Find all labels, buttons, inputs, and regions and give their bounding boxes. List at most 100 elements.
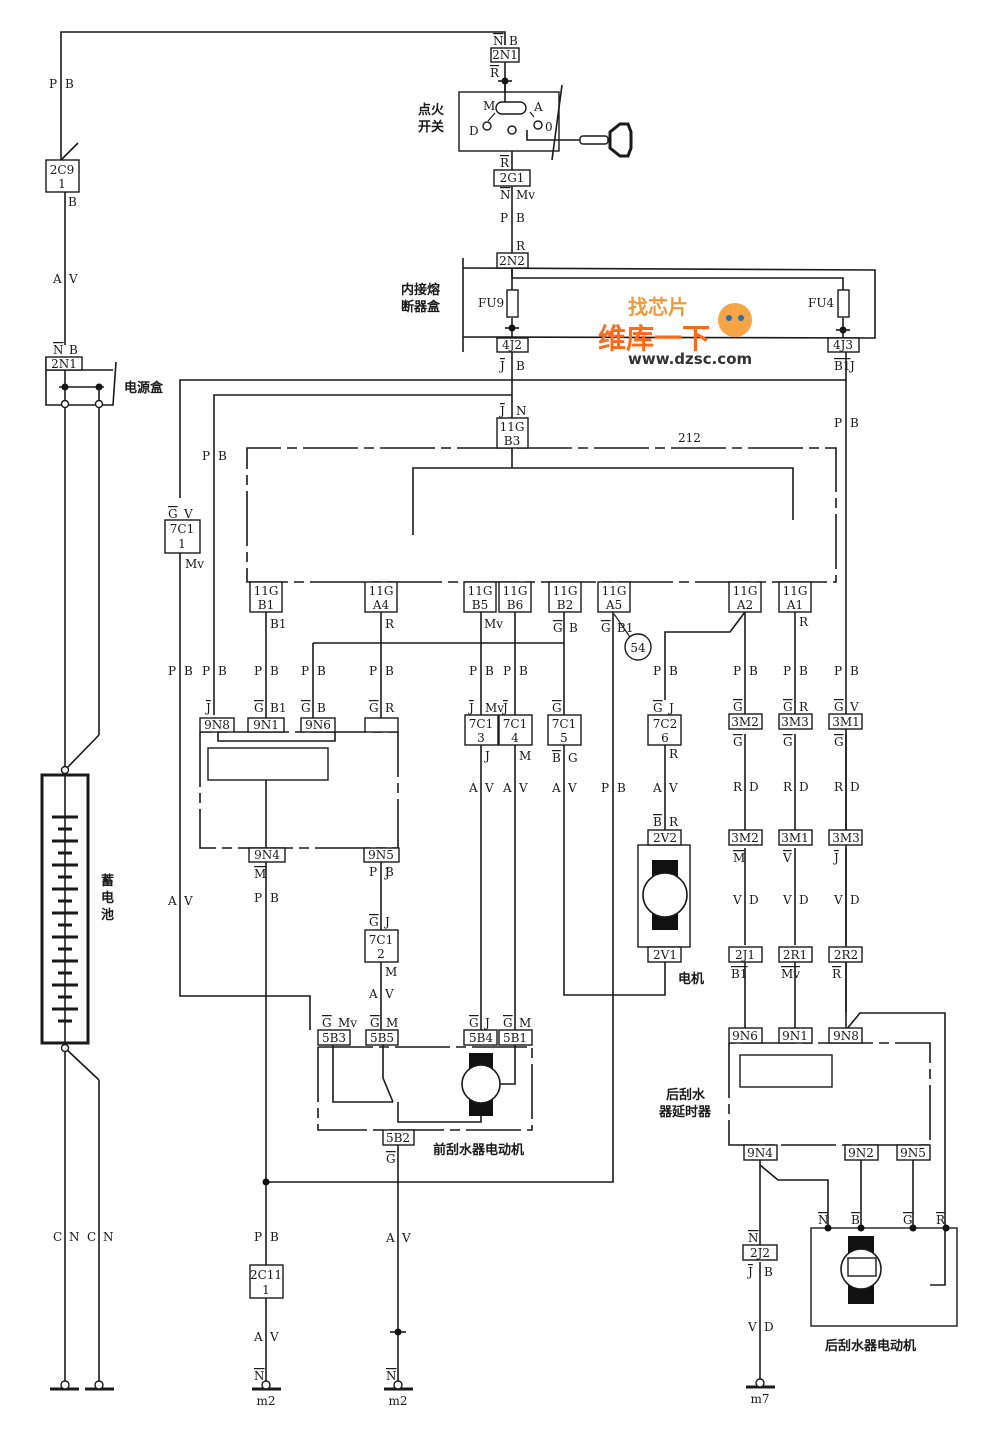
wire-label: B bbox=[69, 343, 78, 357]
wire-label: B bbox=[317, 701, 326, 715]
wire-label: D bbox=[749, 780, 759, 794]
wire-label: B bbox=[385, 664, 394, 678]
wire-label: J bbox=[204, 701, 211, 715]
wire-label: P bbox=[834, 416, 842, 430]
rear-relay-label-1: 后刮水 bbox=[666, 1087, 706, 1103]
wire-label: J bbox=[383, 915, 390, 929]
wire-label: J bbox=[667, 701, 674, 715]
connector-2n1-top: 2N1 bbox=[492, 48, 518, 62]
wire-label: G bbox=[783, 700, 793, 714]
connector-11g-a4-pin: A4 bbox=[372, 598, 390, 612]
connector-2n2: 2N2 bbox=[499, 254, 525, 268]
connector-11g-b1-pin: B1 bbox=[258, 598, 274, 612]
wire-label: A bbox=[652, 781, 662, 795]
wire-label: P bbox=[254, 891, 262, 905]
wire-label: B bbox=[270, 891, 279, 905]
watermark-logo: 找芯片 维库一下 www.dzsc.com bbox=[598, 295, 752, 368]
wire-label: N bbox=[493, 34, 504, 48]
connector-rear-9n5: 9N5 bbox=[900, 1146, 926, 1160]
connector-rear-9n6: 9N6 bbox=[732, 1029, 758, 1043]
wire-label: J bbox=[383, 866, 390, 880]
wire-label: M bbox=[519, 1016, 531, 1030]
wire-label: A bbox=[253, 1330, 263, 1344]
connector-9n1: 9N1 bbox=[253, 718, 279, 732]
connector-pin: 5 bbox=[560, 731, 568, 745]
wire-label: B bbox=[617, 781, 626, 795]
wire-label: B bbox=[764, 1265, 773, 1279]
wire-label: D bbox=[749, 893, 759, 907]
wire-label: P bbox=[783, 664, 791, 678]
connector-rear-9n4: 9N4 bbox=[747, 1146, 773, 1160]
wire-label: A bbox=[167, 894, 177, 908]
wire-left-feed bbox=[60, 31, 506, 345]
wire-label: P bbox=[834, 664, 842, 678]
wire-label: R bbox=[832, 967, 842, 981]
connector-2g1: 2G1 bbox=[500, 171, 525, 185]
combination-switch-212 bbox=[246, 418, 837, 583]
fuse-box-label-2: 断器盒 bbox=[401, 299, 441, 315]
watermark-brand-main: 维库一下 bbox=[598, 322, 710, 355]
connector-11g-a5: 11G bbox=[602, 584, 627, 598]
wire-label: V bbox=[567, 781, 577, 795]
connector-3m2: 3M2 bbox=[731, 715, 759, 729]
wire-label: J bbox=[483, 1016, 490, 1030]
wire-label: M bbox=[733, 851, 745, 865]
wire-label: N bbox=[69, 1230, 80, 1244]
ignition-switch-label-1: 点火 bbox=[418, 102, 445, 118]
wire-label: R bbox=[669, 815, 679, 829]
wire-label: G bbox=[733, 735, 743, 749]
wire-label: G bbox=[834, 735, 844, 749]
wire-label: J bbox=[501, 701, 508, 715]
wire-label: V bbox=[732, 893, 742, 907]
wire-label: R bbox=[500, 156, 510, 170]
battery-label-3: 池 bbox=[101, 907, 114, 923]
wire-label: C bbox=[87, 1230, 96, 1244]
wire-label: R bbox=[490, 66, 500, 80]
wire-label: R bbox=[799, 615, 809, 629]
washer-motor-label: 电机 bbox=[678, 971, 704, 987]
connector-11g-a5-pin: A5 bbox=[605, 598, 622, 612]
connector-7c1-1: 7C1 bbox=[170, 522, 194, 536]
connector-rear-9n8: 9N8 bbox=[833, 1029, 859, 1043]
rear-wiper-motor-label: 后刮水器电动机 bbox=[825, 1338, 916, 1354]
wire-label: A bbox=[551, 781, 561, 795]
wire-label: Mv bbox=[185, 557, 204, 571]
wire-label: N bbox=[254, 1369, 265, 1383]
connector-11g-a2: 11G bbox=[733, 584, 758, 598]
connector-2r2: 2R2 bbox=[834, 948, 858, 962]
connector-11g-b2-pin: B2 bbox=[557, 598, 573, 612]
connector-3m3: 3M3 bbox=[781, 715, 809, 729]
labels: 2N1 2C9 1 2N1 2G1 2N2 4J2 4J3 11G B3 7C1… bbox=[49, 34, 946, 1408]
wire-label: V bbox=[782, 851, 792, 865]
fuse-box-label-1: 内接熔 bbox=[401, 282, 441, 298]
connector-2c11: 2C11 bbox=[250, 1268, 282, 1282]
wire-label: P bbox=[733, 664, 741, 678]
wire-battery bbox=[64, 405, 100, 1385]
wire-label: G bbox=[369, 915, 379, 929]
wire-label: J bbox=[498, 404, 505, 418]
ign-pos-d: D bbox=[469, 124, 479, 138]
wire-label: P bbox=[254, 1230, 262, 1244]
connector-2c11-pin: 1 bbox=[262, 1283, 270, 1297]
wire-label: R bbox=[516, 239, 526, 253]
wire-label: B bbox=[184, 664, 193, 678]
connector-11g-a1: 11G bbox=[783, 584, 808, 598]
power-box-label: 电源盒 bbox=[124, 380, 164, 396]
connector-2n1-box: 2N1 bbox=[51, 357, 77, 371]
connector-7c1: 7C1 bbox=[469, 717, 493, 731]
wire-label: G bbox=[503, 1016, 513, 1030]
wire-label: Mv bbox=[484, 617, 503, 631]
battery-label-2: 电 bbox=[101, 890, 114, 906]
wire-label: G bbox=[834, 700, 844, 714]
battery-symbol bbox=[40, 765, 90, 1053]
wire-label: M bbox=[254, 867, 266, 881]
connector-5b5: 5B5 bbox=[370, 1031, 394, 1045]
wire-label: P bbox=[202, 449, 210, 463]
wire-label: A bbox=[52, 272, 62, 286]
connector-9n8: 9N8 bbox=[204, 718, 230, 732]
wire-label: R bbox=[783, 780, 793, 794]
wire-label: B1 bbox=[270, 701, 286, 715]
wire-label: D bbox=[799, 893, 809, 907]
